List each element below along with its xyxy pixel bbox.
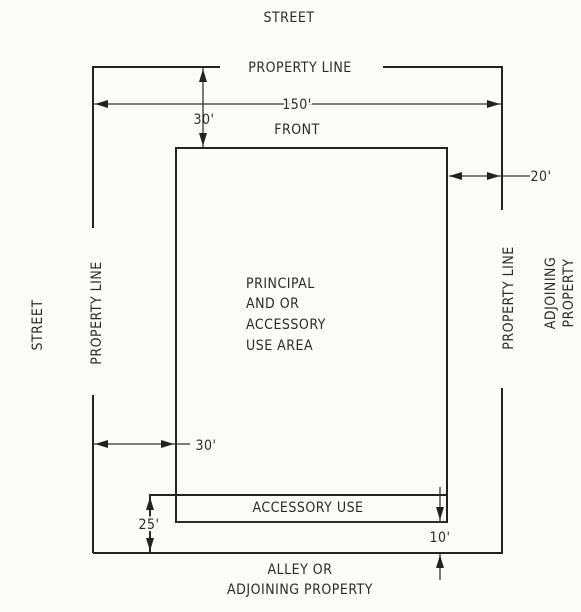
use-area-rect xyxy=(175,147,448,523)
arrow-left-icon xyxy=(449,172,462,180)
street-top-label: STREET xyxy=(263,10,314,26)
right-setback-dimension xyxy=(449,172,530,180)
arrow-right-icon xyxy=(487,172,500,180)
alley-label-2: ADJOINING PROPERTY xyxy=(227,582,373,598)
property-line-left-label: PROPERTY LINE xyxy=(89,261,105,365)
rear-setback-label: 25' xyxy=(139,517,160,533)
center-line-1: PRINCIPAL xyxy=(246,276,315,292)
arrow-down-icon xyxy=(146,538,154,551)
arrow-left-icon xyxy=(95,440,108,448)
center-line-3: ACCESSORY xyxy=(246,317,326,333)
boundary-top-right xyxy=(383,66,503,210)
boundary-top-left xyxy=(92,66,220,228)
arrow-up-icon xyxy=(199,69,207,82)
street-left-label: STREET xyxy=(30,299,46,350)
boundary-bottom-right xyxy=(93,388,503,554)
rear-setback-dimension xyxy=(146,495,154,553)
center-line-2: AND OR xyxy=(246,296,299,312)
alley-label-1: ALLEY OR xyxy=(268,562,333,578)
accessory-setback-label: 10' xyxy=(430,530,451,546)
adjoining-right-label-1: ADJOINING xyxy=(543,257,559,329)
accessory-setback-dimension xyxy=(436,487,444,580)
property-boundary xyxy=(92,66,503,554)
front-setback-label: 30' xyxy=(194,112,215,128)
property-line-right-label: PROPERTY LINE xyxy=(501,246,517,350)
width-dimension-label: 150' xyxy=(282,97,312,113)
arrow-up-icon xyxy=(436,555,444,568)
arrow-up-icon xyxy=(146,497,154,510)
center-line-4: USE AREA xyxy=(246,338,313,354)
right-setback-label: 20' xyxy=(531,169,552,185)
property-line-top-label: PROPERTY LINE xyxy=(248,60,352,76)
front-label: FRONT xyxy=(274,122,320,138)
width-dimension xyxy=(93,100,502,108)
arrow-right-icon xyxy=(161,440,174,448)
left-setback-label: 30' xyxy=(196,438,217,454)
accessory-use-label: ACCESSORY USE xyxy=(252,500,363,516)
arrow-down-icon xyxy=(199,133,207,146)
arrow-down-icon xyxy=(436,507,444,520)
front-setback-dimension xyxy=(199,67,207,148)
arrow-left-icon xyxy=(95,100,108,108)
adjoining-right-label-2: PROPERTY xyxy=(561,259,577,328)
arrow-right-icon xyxy=(487,100,500,108)
left-setback-dimension xyxy=(93,440,190,448)
